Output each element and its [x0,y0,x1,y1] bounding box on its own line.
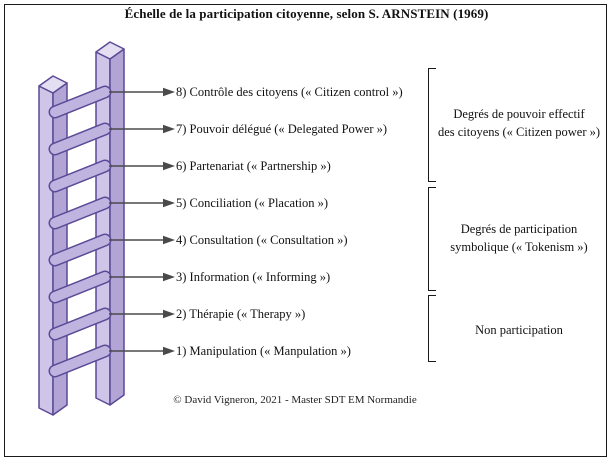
rung-label-5: 5) Conciliation (« Placation ») [176,196,329,210]
group-label-line: Degrés de pouvoir effectif [453,107,585,121]
ladder-rung [48,233,112,267]
page-frame [4,4,607,457]
rung-arrow [109,161,175,171]
rung-arrow [109,124,175,134]
bracket-non-participation [428,295,436,362]
footer-credit: © David Vigneron, 2021 - Master SDT EM N… [173,394,417,406]
rung-arrow [109,87,175,97]
ladder-rung [48,196,112,230]
rung-label-8: 8) Contrôle des citoyens (« Citizen cont… [176,85,403,99]
rung-label-2: 2) Thérapie (« Therapy ») [176,307,306,321]
group-label-tokenism: Degrés de participation symbolique (« To… [431,220,607,256]
group-label-line: Non participation [475,323,563,337]
group-label-citizen-power: Degrés de pouvoir effectif des citoyens … [431,105,607,141]
diagram-title: Échelle de la participation citoyenne, s… [124,6,489,21]
rung-label-7: 7) Pouvoir délégué (« Delegated Power ») [176,122,388,136]
rung-arrow [109,272,175,282]
rung-label-6: 6) Partenariat (« Partnership ») [176,159,331,173]
rung-label-1: 1) Manipulation (« Manpulation ») [176,344,351,358]
bracket-tokenism [428,187,436,291]
ladder-rung [48,159,112,193]
rung-arrow [109,309,175,319]
ladder-rung [48,85,112,119]
rung-arrow [109,198,175,208]
rung-label-3: 3) Information (« Informing ») [176,270,331,284]
rung-label-4: 4) Consultation (« Consultation ») [176,233,348,247]
group-label-line: symbolique (« Tokenism ») [450,240,588,254]
group-label-non-participation: Non participation [431,321,607,339]
bracket-citizen-power [428,68,436,182]
ladder-rung [48,307,112,341]
rung-arrow [109,346,175,356]
rung-arrow [109,235,175,245]
ladder-rung [48,344,112,378]
ladder-rung [48,270,112,304]
group-label-line: Degrés de participation [460,222,578,236]
ladder-rung [48,122,112,156]
group-label-line: des citoyens (« Citizen power ») [437,125,601,139]
